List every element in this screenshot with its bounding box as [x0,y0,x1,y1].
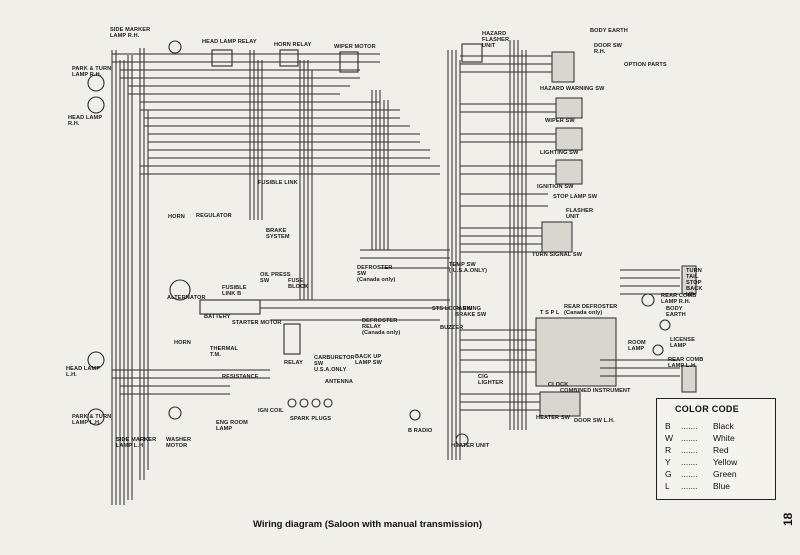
label-room-lamp: ROOM LAMP [628,340,646,352]
label-park-turn-rh: PARK & TURN LAMP R.H. [72,66,112,78]
legend-row-green: G.......Green [665,469,737,479]
label-door-sw-rh: DOOR SW R.H. [594,43,623,55]
label-head-lamp-relay: HEAD LAMP RELAY [202,39,257,45]
label-horn-relay: HORN RELAY [274,42,312,48]
label-park-turn-lh: PARK & TURN LAMP L.H. [72,414,112,426]
label-flasher-unit: FLASHER UNIT [566,208,594,220]
right-wire-bundle [447,40,527,460]
label-oil-press-sw: OIL PRESS SW [260,272,291,284]
legend-color-name: Black [713,421,734,431]
center-wire-bundle [249,50,389,300]
label-thermal-tm: THERMAL T.M. [210,346,239,358]
label-tspl: T S P L [540,310,560,316]
legend-code: W [665,433,674,443]
left-wire-bundle [111,48,149,505]
label-cig-lighter: CIG LIGHTER [478,374,504,386]
label-carburetor-sw: CARBURETOR SW U.S.A.ONLY [314,355,355,373]
label-head-lamp-lh: HEAD LAMP L.H. [66,366,101,378]
label-fusible-link: FUSIBLE LINK [258,180,298,186]
label-turn-tail-stop-rh: TURN TAIL STOP BACK UP [686,268,703,298]
label-defroster-relay: DEFROSTER RELAY (Canada only) [362,318,401,336]
label-side-marker-rh: SIDE MARKER LAMP R.H. [110,27,151,39]
label-heater-unit: HEATER UNIT [451,443,490,449]
legend-color-name: Yellow [713,457,738,467]
label-buzzer: BUZZER [440,325,464,331]
label-hazard-flasher: HAZARD FLASHER UNIT [482,31,510,49]
label-wiper-sw: WIPER SW [545,118,575,124]
legend-row-red: R.......Red [665,445,729,455]
legend-color-name: White [713,433,735,443]
legend-code: L [665,481,670,491]
legend-row-blue: L.......Blue [665,481,731,491]
label-ignition-sw: IGNITION SW [537,184,574,190]
legend-color-name: Green [713,469,737,479]
label-battery: BATTERY [204,314,231,320]
switch-boxes [535,51,617,417]
label-combined-instrument: COMBINED INSTRUMENT [560,388,631,394]
label-defroster-sw: DEFROSTER SW (Canada only) [357,265,396,283]
label-starter-motor: STARTER MOTOR [232,320,282,326]
label-stop-lamp-sw: STOP LAMP SW [553,194,598,200]
label-rear-comb-lamp-lh: REAR COMB LAMP L.H. [668,357,704,369]
label-lighting-sw: LIGHTING SW [540,150,579,156]
label-resistance: RESISTANCE [222,374,259,380]
right-horizontal-feeds [460,55,556,411]
label-horn-lower: HORN [174,340,191,346]
component-symbols [87,40,671,447]
label-license-lamp: LICENSE LAMP [670,337,695,349]
label-clock: CLOCK [548,382,569,388]
label-fusible-link-b: FUSIBLE LINK B [222,285,247,297]
label-turn-signal-sw: TURN SIGNAL SW [532,252,583,258]
legend-title: COLOR CODE [675,404,740,414]
label-eng-room-lamp: ENG ROOM LAMP [216,420,248,432]
legend-color-name: Blue [713,481,731,491]
label-antenna: ANTENNA [325,379,354,385]
label-temp-sw: TEMP SW ( U.S.A.ONLY) [449,262,488,274]
label-body-earth-top: BODY EARTH [590,28,628,34]
label-hazard-warning-sw: HAZARD WARNING SW [540,86,605,92]
label-option-parts: OPTION PARTS [624,62,667,68]
diagram-caption: Wiring diagram (Saloon with manual trans… [253,519,482,530]
label-sts-lock-sw: STS LOCK SW [432,306,472,312]
label-body-earth-right: BODY EARTH [666,306,686,318]
label-fuse-block: FUSE BLOCK [288,278,309,290]
label-radio: B RADIO [408,428,433,434]
label-relay: RELAY [284,360,303,366]
label-rear-comb-lamp-rh: REAR COMB LAMP R.H. [661,293,697,305]
upper-harness [112,53,440,175]
page-number: 18 [781,512,795,526]
label-ign-coil: IGN COIL [258,408,284,414]
rear-lamp-wiring [600,265,697,393]
lower-harness [112,249,450,395]
label-regulator: REGULATOR [196,213,232,219]
label-alternator: ALTERNATOR [167,295,206,301]
label-side-marker-lh: SIDE MARKER LAMP L.H. [116,437,157,449]
label-horn: HORN [168,214,185,220]
label-parking-brake-sw: PARKING BRAKE SW [455,306,487,318]
legend-row-white: W.......White [665,433,735,443]
legend-row-yellow: Y.......Yellow [665,457,738,467]
label-brake-system: BRAKE SYSTEM [266,228,290,240]
label-back-up-lamp-sw: BACK UP LAMP SW [355,354,383,366]
label-wiper-motor: WIPER MOTOR [334,44,376,50]
label-washer-motor: WASHER MOTOR [166,437,192,449]
legend-code: Y [665,457,671,467]
legend-row-black: B.......Black [665,421,734,431]
color-code-legend: COLOR CODE B.......Black W.......White R… [656,398,776,500]
label-heater-sw: HEATER SW [536,415,571,421]
label-head-lamp-rh: HEAD LAMP R.H. [68,115,103,127]
legend-color-name: Red [713,445,729,455]
label-spark-plugs: SPARK PLUGS [290,416,332,422]
legend-code: B [665,421,671,431]
legend-code: G [665,469,672,479]
label-door-sw-lh: DOOR SW L.H. [574,418,615,424]
label-rear-defroster: REAR DEFROSTER (Canada only) [564,304,618,316]
legend-code: R [665,445,672,455]
